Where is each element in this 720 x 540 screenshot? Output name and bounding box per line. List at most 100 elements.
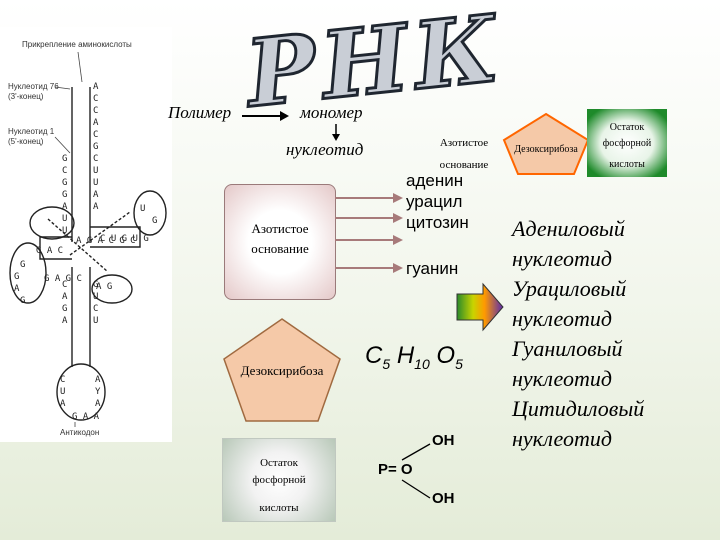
- small-phosphate-label: Остаток фосфорной кислоты: [586, 120, 668, 173]
- svg-text:G: G: [62, 154, 67, 164]
- svg-text:G A G C: G A G C: [44, 274, 82, 284]
- nucleotide-list-line-7: Цитидиловый: [512, 396, 645, 421]
- phosphate-box: Остаток фосфорной кислоты: [222, 438, 336, 522]
- phosphate-box-line3: кислоты: [259, 502, 299, 514]
- svg-text:U: U: [93, 316, 98, 326]
- base-adenine: аденин: [406, 171, 464, 190]
- svg-text:U: U: [93, 292, 98, 302]
- svg-text:C: C: [60, 375, 65, 385]
- svg-text:G: G: [20, 260, 25, 270]
- svg-text:A: A: [95, 399, 101, 409]
- svg-text:A G: A G: [96, 282, 112, 292]
- phosphate-box-line1: Остаток: [260, 457, 298, 469]
- svg-text:C: C: [93, 130, 98, 140]
- svg-text:C U G U G: C U G U G: [100, 234, 149, 244]
- svg-text:A: A: [93, 190, 99, 200]
- monomer-arrow: [332, 124, 340, 141]
- svg-text:A: A: [62, 202, 68, 212]
- formula-c-index: 5: [382, 355, 391, 372]
- svg-text:G: G: [93, 142, 98, 152]
- svg-text:G: G: [62, 190, 67, 200]
- small-base-label: Азотистое основание: [424, 132, 504, 176]
- svg-text:C: C: [62, 280, 67, 290]
- svg-text:A G A C G C: A G A C G C: [76, 236, 136, 246]
- base-cytosine: цитозин: [406, 213, 469, 232]
- nucleotide-list-line-4: нуклеотид: [512, 306, 613, 331]
- small-phosphate-box: [587, 109, 667, 177]
- phosphoric-bonds: [401, 443, 431, 499]
- svg-text:G: G: [152, 216, 157, 226]
- small-phosphate-line3: кислоты: [609, 159, 645, 170]
- svg-text:G: G: [62, 178, 67, 188]
- gradient-arrow: [456, 282, 504, 332]
- polymer-label: Полимер: [168, 103, 232, 122]
- nucleotide-1-sublabel: (5'-конец): [8, 137, 44, 146]
- polymer-arrow: [242, 111, 289, 121]
- nucleotide-list-line-1: Адениловый: [512, 216, 625, 241]
- nucleotide-list: Адениловый нуклеотид Урациловый нуклеоти…: [512, 214, 644, 454]
- base-uracil: урацил: [406, 192, 463, 211]
- small-phosphate-line1: Остаток: [609, 122, 645, 133]
- svg-text:G A C: G A C: [36, 246, 63, 256]
- small-phosphate-line2: фосфорной: [602, 138, 652, 149]
- svg-text:G: G: [93, 280, 98, 290]
- base-box-line2: основание: [251, 241, 309, 256]
- svg-text:A: A: [60, 399, 66, 409]
- svg-text:Y: Y: [95, 387, 101, 397]
- svg-text:G: G: [62, 304, 67, 314]
- title-text: РНК: [238, 5, 509, 115]
- svg-text:U: U: [93, 178, 98, 188]
- anticodon-label: Антикодон: [60, 428, 100, 437]
- nucleotide-label: нуклеотид: [286, 140, 364, 159]
- svg-text:U: U: [140, 204, 145, 214]
- base-box-line1: Азотистое: [251, 221, 309, 236]
- monomer-label: мономер: [300, 103, 363, 122]
- small-base-line1: Азотистое: [439, 137, 489, 149]
- svg-text:G: G: [20, 296, 25, 306]
- svg-text:A: A: [93, 118, 99, 128]
- svg-text:U: U: [62, 226, 67, 236]
- trna-header-label: Прикрепление аминокислоты: [22, 40, 132, 49]
- phosphoric-oh-bottom: OH: [432, 490, 455, 507]
- svg-text:A: A: [62, 292, 68, 302]
- formula-o-index: 5: [455, 355, 463, 372]
- nucleotide-1-label: Нуклеотид 1: [8, 127, 55, 136]
- base-box-label: Азотистое основание: [225, 219, 335, 259]
- formula-c: C: [365, 342, 383, 369]
- nucleotide-list-line-3: Урациловый: [512, 276, 627, 301]
- phosphate-box-line2: фосфорной: [252, 474, 306, 486]
- phosphoric-oh-top: OH: [432, 432, 455, 449]
- svg-text:C: C: [93, 304, 98, 314]
- svg-text:U: U: [93, 166, 98, 176]
- nucleotide-76-sublabel: (3'-конец): [8, 92, 44, 101]
- base-arrows: [335, 193, 403, 273]
- svg-text:A: A: [95, 375, 101, 385]
- small-sugar-pentagon: [502, 112, 590, 175]
- formula-h: H: [396, 342, 415, 369]
- small-sugar-label: Дезоксирибоза: [514, 144, 578, 155]
- small-base-line2: основание: [439, 159, 489, 171]
- svg-text:A: A: [62, 316, 68, 326]
- sugar-pentagon: [223, 318, 341, 422]
- svg-text:U: U: [62, 214, 67, 224]
- sugar-label: Дезоксирибоза: [240, 363, 324, 378]
- formula-o: O: [436, 342, 456, 369]
- title-rnk: РНК: [237, 5, 511, 115]
- base-box: Азотистое основание: [224, 184, 336, 300]
- svg-text:A: A: [93, 82, 99, 92]
- svg-text:C: C: [93, 154, 98, 164]
- svg-text:G: G: [14, 272, 19, 282]
- svg-text:C: C: [93, 94, 98, 104]
- nucleotide-list-line-8: нуклеотид: [512, 426, 613, 451]
- svg-text:U: U: [60, 387, 65, 397]
- svg-text:A: A: [14, 284, 20, 294]
- formula-h-index: 10: [414, 355, 430, 372]
- nucleotide-list-line-6: нуклеотид: [512, 366, 613, 391]
- nucleotide-list-line-5: Гуаниловый: [512, 336, 623, 361]
- phosphate-box-label: Остаток фосфорной кислоты: [223, 455, 335, 517]
- anticodon-sequence: G A A: [72, 412, 100, 422]
- sugar-formula: C5 H10 O5: [365, 342, 463, 372]
- phosphoric-p-o: P= O: [378, 461, 413, 478]
